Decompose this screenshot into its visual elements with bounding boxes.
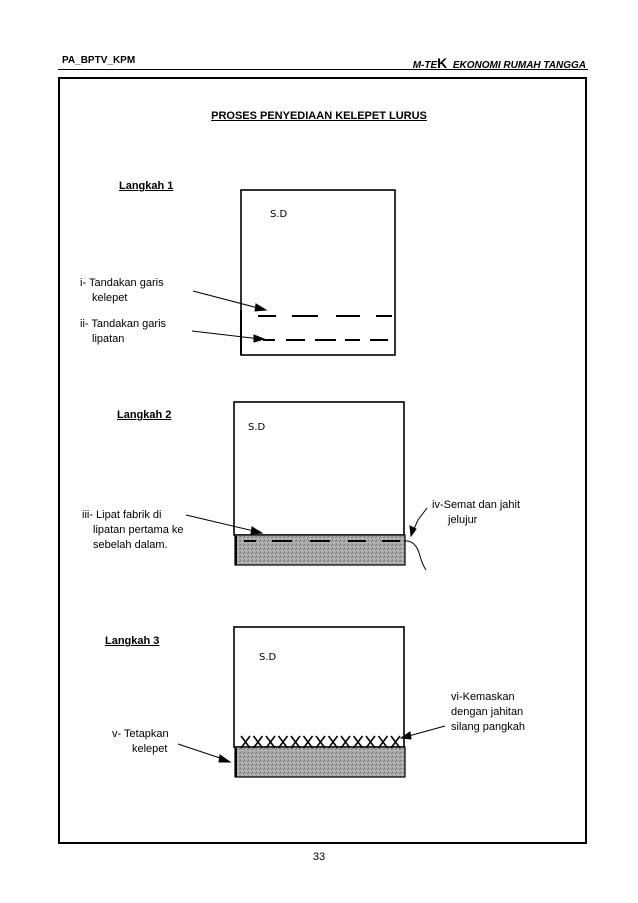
label-line: v- Tetapkan [112,728,169,740]
step3-label-vi: vi-Kemaskan dengan jahitan silang pangka… [451,690,525,735]
label-line: jelujur [448,514,478,526]
step2-arrows [185,507,428,538]
label-line: kelepet [92,292,128,304]
step1-label-ii: ii- Tandakan garis lipatan [80,317,166,347]
label-line: sebelah dalam. [93,539,168,551]
step2-sd-label: S.D [248,422,266,433]
page-frame [58,77,587,844]
label-line: iii- Lipat fabrik di [82,509,162,521]
header-right: M-TEK_EKONOMI RUMAH TANGGA [413,55,586,71]
step2-label-iv: iv-Semat dan jahit jelujur [432,498,520,528]
cross-stitch [315,735,326,749]
label-line: silang pangkah [451,721,526,733]
header-rule [58,69,588,70]
page-title: PROSES PENYEDIAAN KELEPET LURUS [211,110,427,122]
label-line: ii- Tandakan garis [80,318,167,330]
cross-stitch [390,735,401,749]
cross-stitch [240,735,251,749]
label-line: lipatan [92,333,125,345]
step2-label-iii: iii- Lipat fabrik di lipatan pertama ke … [82,508,184,553]
step3-label-v: v- Tetapkan kelepet [112,727,169,757]
cross-stitch [340,735,351,749]
step3-cross-stitches [240,735,401,749]
cross-stitch [252,735,264,749]
label-line: iv-Semat dan jahit [432,499,521,511]
step1-heading: Langkah 1 [119,180,174,192]
header-right-prefix: M-TE [412,60,438,71]
label-line: vi-Kemaskan [451,691,515,703]
cross-stitch [365,735,376,749]
header-right-k: K [437,55,448,71]
label-line: i- Tandakan garis [80,277,164,289]
step1-fabric [191,189,396,356]
cross-stitch [352,735,364,749]
label-line: kelepet [132,743,168,755]
header-left: PA_BPTV_KPM [62,55,136,66]
label-line: lipatan pertama ke [93,524,184,536]
cross-stitch [277,735,289,749]
cross-stitch [377,735,389,749]
step1-sd-label: S.D [270,209,288,220]
cross-stitch [327,735,339,749]
step3-sd-label: S.D [259,652,277,663]
header-right-suffix: _EKONOMI RUMAH TANGGA [447,60,586,71]
step2-heading: Langkah 2 [117,409,172,421]
step2-fabric [185,401,428,571]
step3-arrows [177,725,446,763]
label-line: dengan jahitan [451,706,524,718]
step3-fabric [177,626,446,778]
cross-stitch [302,735,314,749]
step1-arrows [191,290,268,343]
step2-thread [403,540,427,571]
cross-stitch [265,735,276,749]
step1-label-i: i- Tandakan garis kelepet [80,276,164,306]
step3-heading: Langkah 3 [105,635,160,647]
page-number: 33 [312,851,326,863]
cross-stitch [290,735,301,749]
